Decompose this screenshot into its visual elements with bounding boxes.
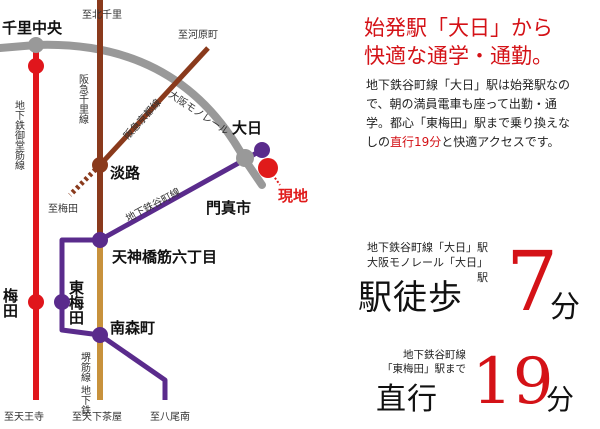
dir-umeda: 至梅田: [48, 202, 78, 215]
station-awaji: [92, 157, 108, 173]
label-sakaisuji-line: 堺筋線 地下鉄: [79, 352, 91, 416]
direct-caption-line-2: 「東梅田」駅まで: [382, 363, 466, 375]
station-minamimorimachi: [92, 327, 108, 343]
walk-label: 駅徒歩: [358, 278, 463, 318]
label-kadoma: 門真市: [206, 199, 251, 217]
dir-kawaramachi: 至河原町: [178, 29, 218, 41]
label-higashi-umeda: 東梅田: [67, 279, 85, 326]
station-tenjinbashi: [92, 232, 108, 248]
walk-minutes: 7: [506, 235, 559, 330]
route-map: 千里中央 淡路 天神橋筋六丁目 南森町 大日 門真市 現地 梅田 東梅田 地下鉄…: [0, 0, 308, 423]
station-dainichi-monorail: [236, 149, 254, 167]
direct-minutes: 19: [472, 345, 554, 419]
label-tenjinbashi: 天神橋筋六丁目: [112, 248, 217, 266]
station-senri-chuo: [28, 37, 44, 53]
label-site: 現地: [278, 187, 308, 205]
site-dotted-line: [267, 167, 281, 186]
walk-caption: 地下鉄谷町線「大日」駅 大阪モノレール「大日」駅: [358, 240, 488, 285]
station-umeda: [28, 294, 44, 310]
station-midosuji-north: [28, 58, 44, 74]
dir-yao-minami: 至八尾南: [150, 410, 190, 423]
description-post: と快適アクセスです。: [441, 135, 560, 149]
direct-label: 直行: [376, 382, 438, 417]
dir-tennoji: 至天王寺: [4, 411, 44, 423]
label-tanimachi-line: 地下鉄谷町線: [123, 185, 182, 225]
label-minamimorimachi: 南森町: [110, 319, 155, 337]
walk-caption-line-2: 大阪モノレール「大日」駅: [367, 256, 488, 284]
direct-caption: 地下鉄谷町線 「東梅田」駅まで: [366, 348, 466, 376]
label-umeda: 梅田: [1, 287, 19, 319]
monorail-line: [0, 40, 266, 189]
direct-unit: 分: [546, 383, 575, 416]
label-senri-chuo: 千里中央: [2, 19, 63, 37]
headline: 始発駅「大日」から 快適な通学・通勤。: [364, 14, 600, 70]
label-awaji: 淡路: [110, 164, 141, 182]
direct-caption-line-1: 地下鉄谷町線: [403, 349, 466, 361]
description: 地下鉄谷町線「大日」駅は始発駅なので、朝の満員電車も座って出勤・通学。都心「東梅…: [366, 76, 578, 152]
dir-tengachaya: 至天下茶屋: [72, 410, 122, 423]
label-midosuji-line: 地下鉄御堂筋線: [13, 99, 25, 170]
description-pre: 地下鉄谷町線「大日」駅は始発駅なので、朝の満員電車も座って出勤・通学。都心「東梅…: [366, 78, 571, 149]
label-hankyu-kyoto-line: 阪急京都線: [121, 96, 164, 142]
walk-unit: 分: [550, 290, 580, 325]
station-higashi-umeda: [54, 294, 70, 310]
walk-caption-line-1: 地下鉄谷町線「大日」駅: [367, 241, 488, 254]
info-panel: 始発駅「大日」から 快適な通学・通勤。 地下鉄谷町線「大日」駅は始発駅なので、朝…: [330, 0, 600, 429]
headline-line-2: 快適な通学・通勤。: [364, 44, 553, 68]
station-dainichi-tanimachi: [254, 142, 270, 158]
hankyu-kyoto-line: [98, 46, 210, 167]
headline-line-1: 始発駅「大日」から: [364, 16, 553, 40]
label-hankyu-senri-line: 阪急千里線: [77, 73, 89, 124]
label-dainichi: 大日: [232, 119, 262, 137]
dir-kita-senri: 至北千里: [82, 9, 122, 21]
tanimachi-line: [59, 147, 264, 400]
description-highlight: 直行19分: [390, 135, 442, 149]
